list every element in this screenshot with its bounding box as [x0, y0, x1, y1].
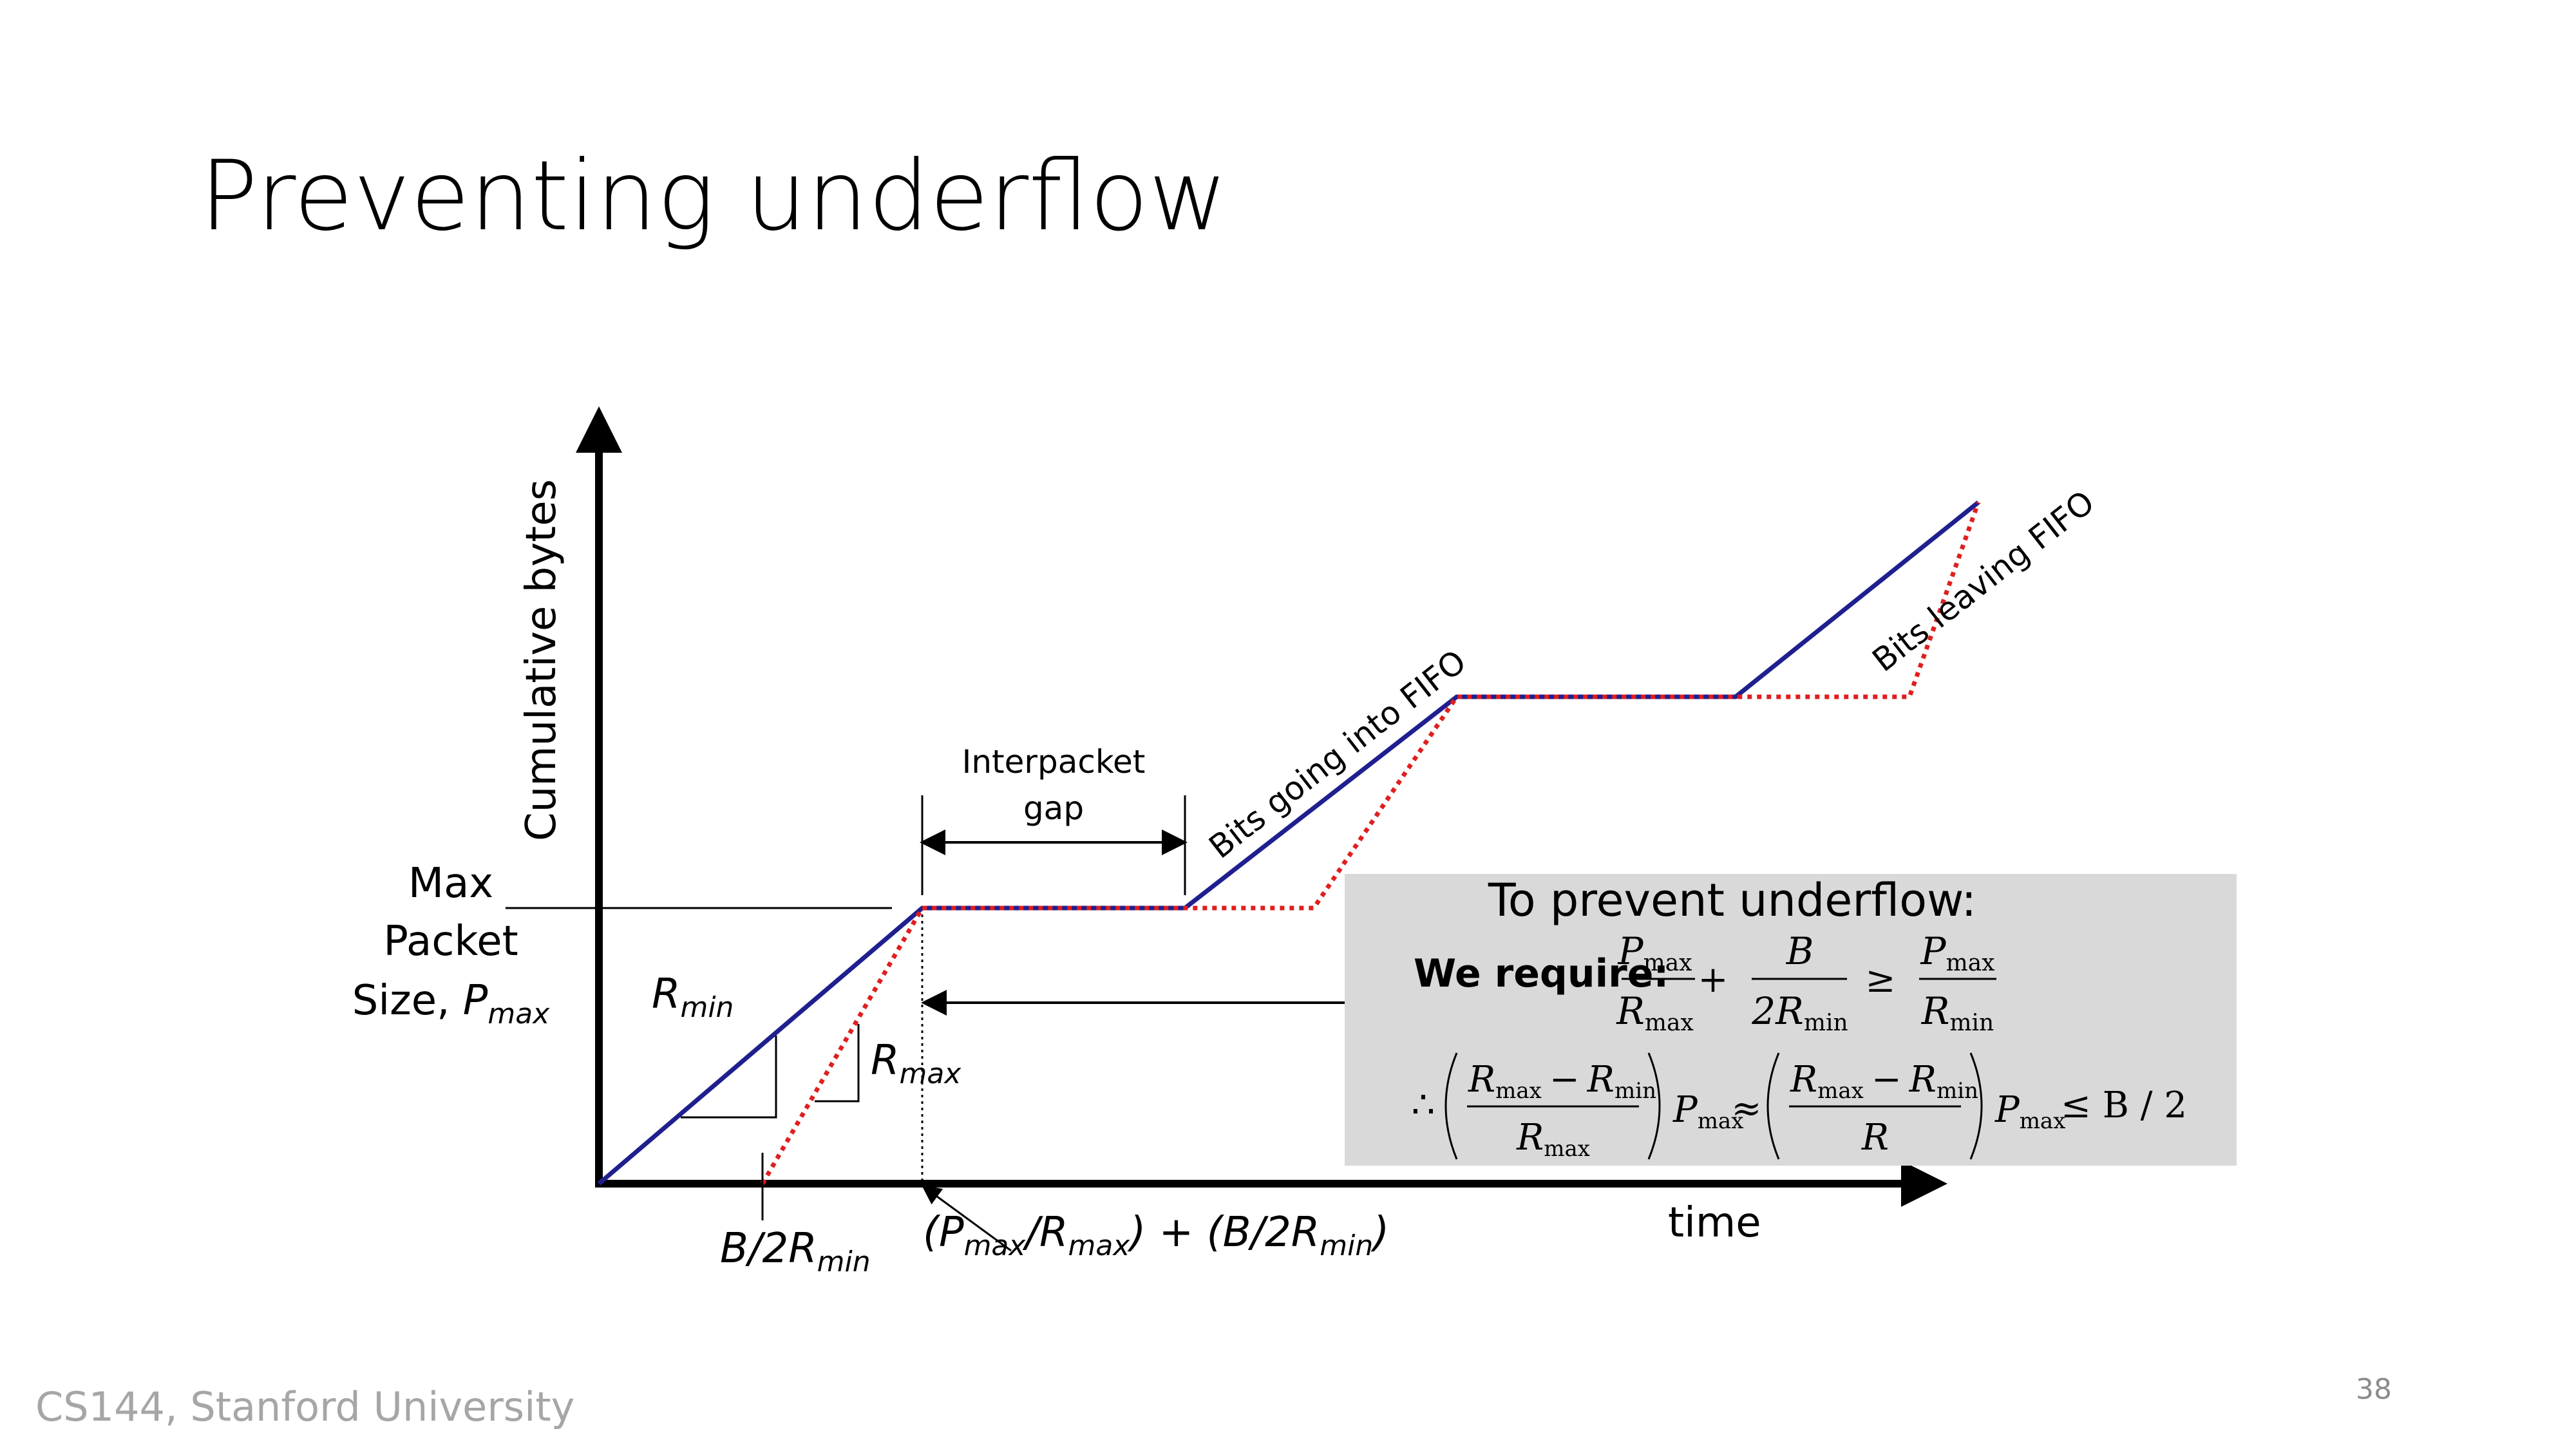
eq1-f3-den-sub: min: [1949, 1010, 1994, 1036]
eq1-f1-num: Pmax: [1618, 929, 1692, 976]
time-expr-p4: ): [1370, 1209, 1389, 1256]
we-require-label: We require:: [1414, 951, 1669, 996]
eq1-f2-den-sub: min: [1804, 1010, 1848, 1036]
eq2-b-num: Rmax−Rmin: [1790, 1059, 1978, 1104]
x-axis-label: time: [1668, 1199, 1761, 1247]
eq1-f1-den-var: R: [1616, 989, 1645, 1033]
max-label-sub: max: [488, 998, 550, 1030]
eq1-f1-den-sub: max: [1645, 1010, 1694, 1036]
bits-in-label: Bits going into FIFO: [1202, 643, 1473, 866]
bits-out-curve: [760, 501, 1981, 1185]
eq2-a-num: Rmax−Rmin: [1468, 1059, 1656, 1104]
eq2-p-a-sub: max: [1698, 1108, 1744, 1134]
eq1-f2-num: B: [1786, 929, 1814, 973]
b2rmin-label: B/2Rmin: [720, 1225, 871, 1278]
eq1-f2-den: 2Rmin: [1751, 989, 1848, 1036]
max-label-line3: Size, Pmax: [352, 977, 550, 1030]
eq2-b-num-2-sub: min: [1937, 1078, 1978, 1104]
footer-text: CS144, Stanford University: [35, 1383, 575, 1430]
time-expr-s3: min: [1320, 1229, 1373, 1262]
b2rmin-prefix: B/2R: [720, 1225, 817, 1273]
rmax-var: R: [871, 1037, 899, 1084]
equation-2: ∴ Rmax−Rmin Rmax Pmax ≈ Rmax−Rmin R Pmax…: [1412, 1052, 2187, 1162]
eq1-f1-den: Rmax: [1616, 989, 1694, 1036]
max-label-var: P: [463, 977, 488, 1025]
bits-out-label: Bits leaving FIFO: [1866, 484, 2101, 679]
max-label-line1: Max: [408, 860, 493, 907]
page-number: 38: [2356, 1373, 2392, 1406]
rmax-label: Rmax: [871, 1037, 961, 1090]
eq2-right-paren-b: [1969, 1052, 1983, 1160]
rmax-slope-triangle: [815, 1024, 860, 1103]
eq2-b-minus: −: [1871, 1059, 1902, 1101]
b2rmin-sub: min: [817, 1245, 871, 1278]
eq2-a-minus: −: [1549, 1059, 1580, 1101]
eq2-therefore: ∴: [1412, 1083, 1435, 1126]
max-label-prefix: Size,: [352, 977, 463, 1025]
eq2-right-paren-a: [1647, 1052, 1661, 1160]
condition-heading: To prevent underflow:: [1488, 874, 1976, 927]
eq1-f3-den-var: R: [1921, 989, 1950, 1033]
eq1-f3-num-sub: max: [1946, 950, 1995, 976]
max-label-line2: Packet: [383, 918, 518, 965]
eq2-p-b-var: P: [1994, 1089, 2020, 1131]
eq2-p-a-var: P: [1672, 1089, 1698, 1131]
eq2-tail: ≤ B / 2: [2061, 1084, 2187, 1126]
eq1-f2-den-var: 2R: [1751, 989, 1804, 1033]
time-expr-s2: max: [1068, 1229, 1130, 1262]
slide-title: Preventing underflow: [200, 140, 1228, 252]
rmin-label: Rmin: [652, 971, 734, 1024]
y-axis-label: Cumulative bytes: [518, 479, 565, 841]
condition-box: [1345, 874, 2237, 1166]
gap-label-line2: gap: [1023, 790, 1084, 827]
time-expr-label: (Pmax/Rmax) + (B/2Rmin): [923, 1209, 1389, 1262]
time-expr-p2: /R: [1022, 1209, 1068, 1256]
eq2-left-paren-b: [1766, 1052, 1780, 1160]
eq2-approx: ≈: [1732, 1088, 1762, 1130]
eq2-a-den-sub: max: [1544, 1136, 1590, 1162]
eq2-a-num-1: R: [1468, 1059, 1495, 1101]
rmin-slope-triangle: [681, 1036, 777, 1119]
eq1-f1-num-sub: max: [1643, 950, 1692, 976]
eq1-f3-num: Pmax: [1920, 929, 1995, 976]
time-expr-p1: (P: [923, 1209, 964, 1256]
eq2-p-b: Pmax: [1994, 1089, 2065, 1134]
eq1-f3-num-var: P: [1920, 929, 1947, 973]
eq2-a-num-2-sub: min: [1615, 1078, 1656, 1104]
eq2-left-paren-a: [1444, 1052, 1458, 1160]
rmin-sub: min: [680, 991, 734, 1024]
time-expr-leader: [922, 1185, 1012, 1252]
eq1-f3-den: Rmin: [1921, 989, 1994, 1036]
eq2-b-num-1: R: [1790, 1059, 1817, 1101]
eq2-p-a: Pmax: [1672, 1089, 1743, 1134]
eq1-plus: +: [1698, 959, 1728, 1001]
gap-label-line1: Interpacket: [962, 743, 1146, 781]
bits-in-curve: [597, 500, 1980, 1186]
time-expr-s1: max: [964, 1229, 1027, 1262]
rmin-var: R: [652, 971, 680, 1018]
eq2-b-num-2: R: [1909, 1059, 1937, 1101]
eq2-a-den: Rmax: [1516, 1117, 1590, 1162]
eq2-b-num-1-sub: max: [1817, 1078, 1864, 1104]
eq2-b-den: R: [1861, 1117, 1889, 1159]
eq2-a-num-1-sub: max: [1495, 1078, 1542, 1104]
eq2-p-b-sub: max: [2020, 1108, 2066, 1134]
rmax-sub: max: [899, 1057, 961, 1090]
eq1-geq: ≥: [1866, 959, 1896, 1001]
eq1-f1-num-var: P: [1618, 929, 1644, 973]
time-expr-p3: ) + (B/2R: [1127, 1209, 1320, 1256]
equation-1: Pmax Rmax + B 2Rmin ≥ Pmax Rmin: [1616, 929, 1996, 1036]
eq2-a-den-var: R: [1516, 1117, 1544, 1159]
eq2-a-num-2: R: [1587, 1059, 1615, 1101]
